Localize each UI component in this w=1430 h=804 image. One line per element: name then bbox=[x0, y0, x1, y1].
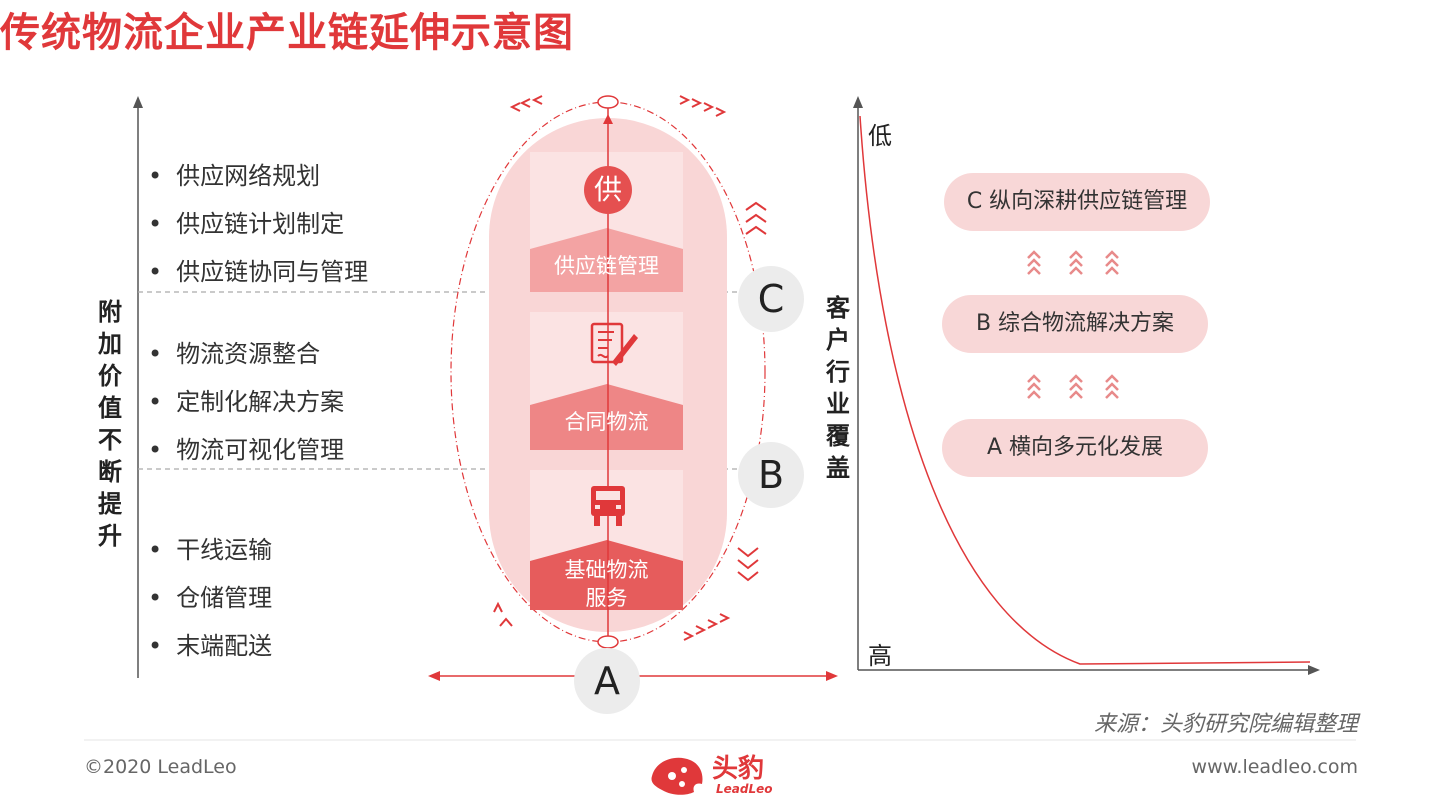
stage-label-shape-top bbox=[530, 228, 683, 292]
leopard-logo-icon bbox=[651, 757, 703, 795]
right-axis-label: 客户行业覆盖 bbox=[826, 294, 850, 482]
horizontal-arrow-left-head bbox=[428, 671, 440, 681]
left-axis-label: 附加价值不断提升 bbox=[98, 298, 122, 550]
orbit-chevrons-bottom bbox=[493, 601, 731, 641]
list-item: 供应网络规划 bbox=[148, 152, 368, 200]
central-bottom-node bbox=[597, 635, 619, 649]
orbit-chevrons-right bbox=[737, 201, 767, 582]
gong-circle-icon bbox=[584, 166, 632, 214]
logo-subtext: LeadLeo bbox=[716, 782, 773, 796]
stage-label-supply-chain: 供应链管理 bbox=[554, 254, 659, 278]
contract-document-icon bbox=[590, 322, 638, 366]
bullet-group-contract: 物流资源整合 定制化解决方案 物流可视化管理 bbox=[148, 330, 344, 474]
list-item: 供应链协同与管理 bbox=[148, 248, 368, 296]
list-item: 仓储管理 bbox=[148, 574, 272, 622]
list-item: 物流资源整合 bbox=[148, 330, 344, 378]
source-note: 来源：头豹研究院编辑整理 bbox=[1093, 712, 1358, 737]
footer-website: www.leadleo.com bbox=[1191, 756, 1358, 778]
left-axis-arrowhead bbox=[133, 96, 143, 108]
marker-b: B bbox=[738, 442, 804, 508]
coverage-decay-curve bbox=[859, 115, 1311, 665]
right-x-axis-arrowhead bbox=[1308, 665, 1320, 675]
right-axis-high-label: 高 bbox=[868, 642, 892, 670]
stage-label-shape-bottom bbox=[530, 540, 683, 610]
central-top-node bbox=[597, 95, 619, 109]
horizontal-arrow-right-head bbox=[826, 671, 838, 681]
list-item: 末端配送 bbox=[148, 622, 272, 670]
central-axis-arrowhead bbox=[603, 114, 613, 124]
bullet-group-basic: 干线运输 仓储管理 末端配送 bbox=[148, 526, 272, 670]
list-item: 物流可视化管理 bbox=[148, 426, 344, 474]
bullet-group-supply-chain: 供应网络规划 供应链计划制定 供应链协同与管理 bbox=[148, 152, 368, 296]
marker-c: C bbox=[738, 266, 804, 332]
stage-label-contract: 合同物流 bbox=[564, 410, 649, 434]
strategy-pill-c: C 纵向深耕供应链管理 bbox=[944, 173, 1210, 231]
gong-char-icon: 供 bbox=[593, 173, 622, 206]
list-item: 干线运输 bbox=[148, 526, 272, 574]
strategy-up-chevrons-bottom bbox=[1027, 374, 1119, 399]
stage-label-shape-mid bbox=[530, 384, 683, 450]
page-title: 传统物流企业产业链延伸示意图 bbox=[0, 10, 574, 56]
stage-label-basic-text: 基础物流服务 bbox=[564, 558, 649, 610]
marker-a: A bbox=[574, 648, 640, 714]
footer-copyright: ©2020 LeadLeo bbox=[84, 756, 237, 778]
right-axis-low-label: 低 bbox=[868, 122, 892, 150]
strategy-pill-a: A 横向多元化发展 bbox=[942, 419, 1208, 477]
list-item: 定制化解决方案 bbox=[148, 378, 344, 426]
right-y-axis-arrowhead bbox=[853, 96, 863, 108]
strategy-up-chevrons-top bbox=[1027, 250, 1119, 275]
logo-wordmark: 头豹 bbox=[712, 754, 765, 784]
truck-icon bbox=[591, 486, 625, 526]
stage-label-basic: 基础物流服务 bbox=[530, 556, 683, 612]
orbit-chevrons-top bbox=[509, 95, 727, 117]
strategy-pill-b: B 综合物流解决方案 bbox=[942, 295, 1208, 353]
list-item: 供应链计划制定 bbox=[148, 200, 368, 248]
